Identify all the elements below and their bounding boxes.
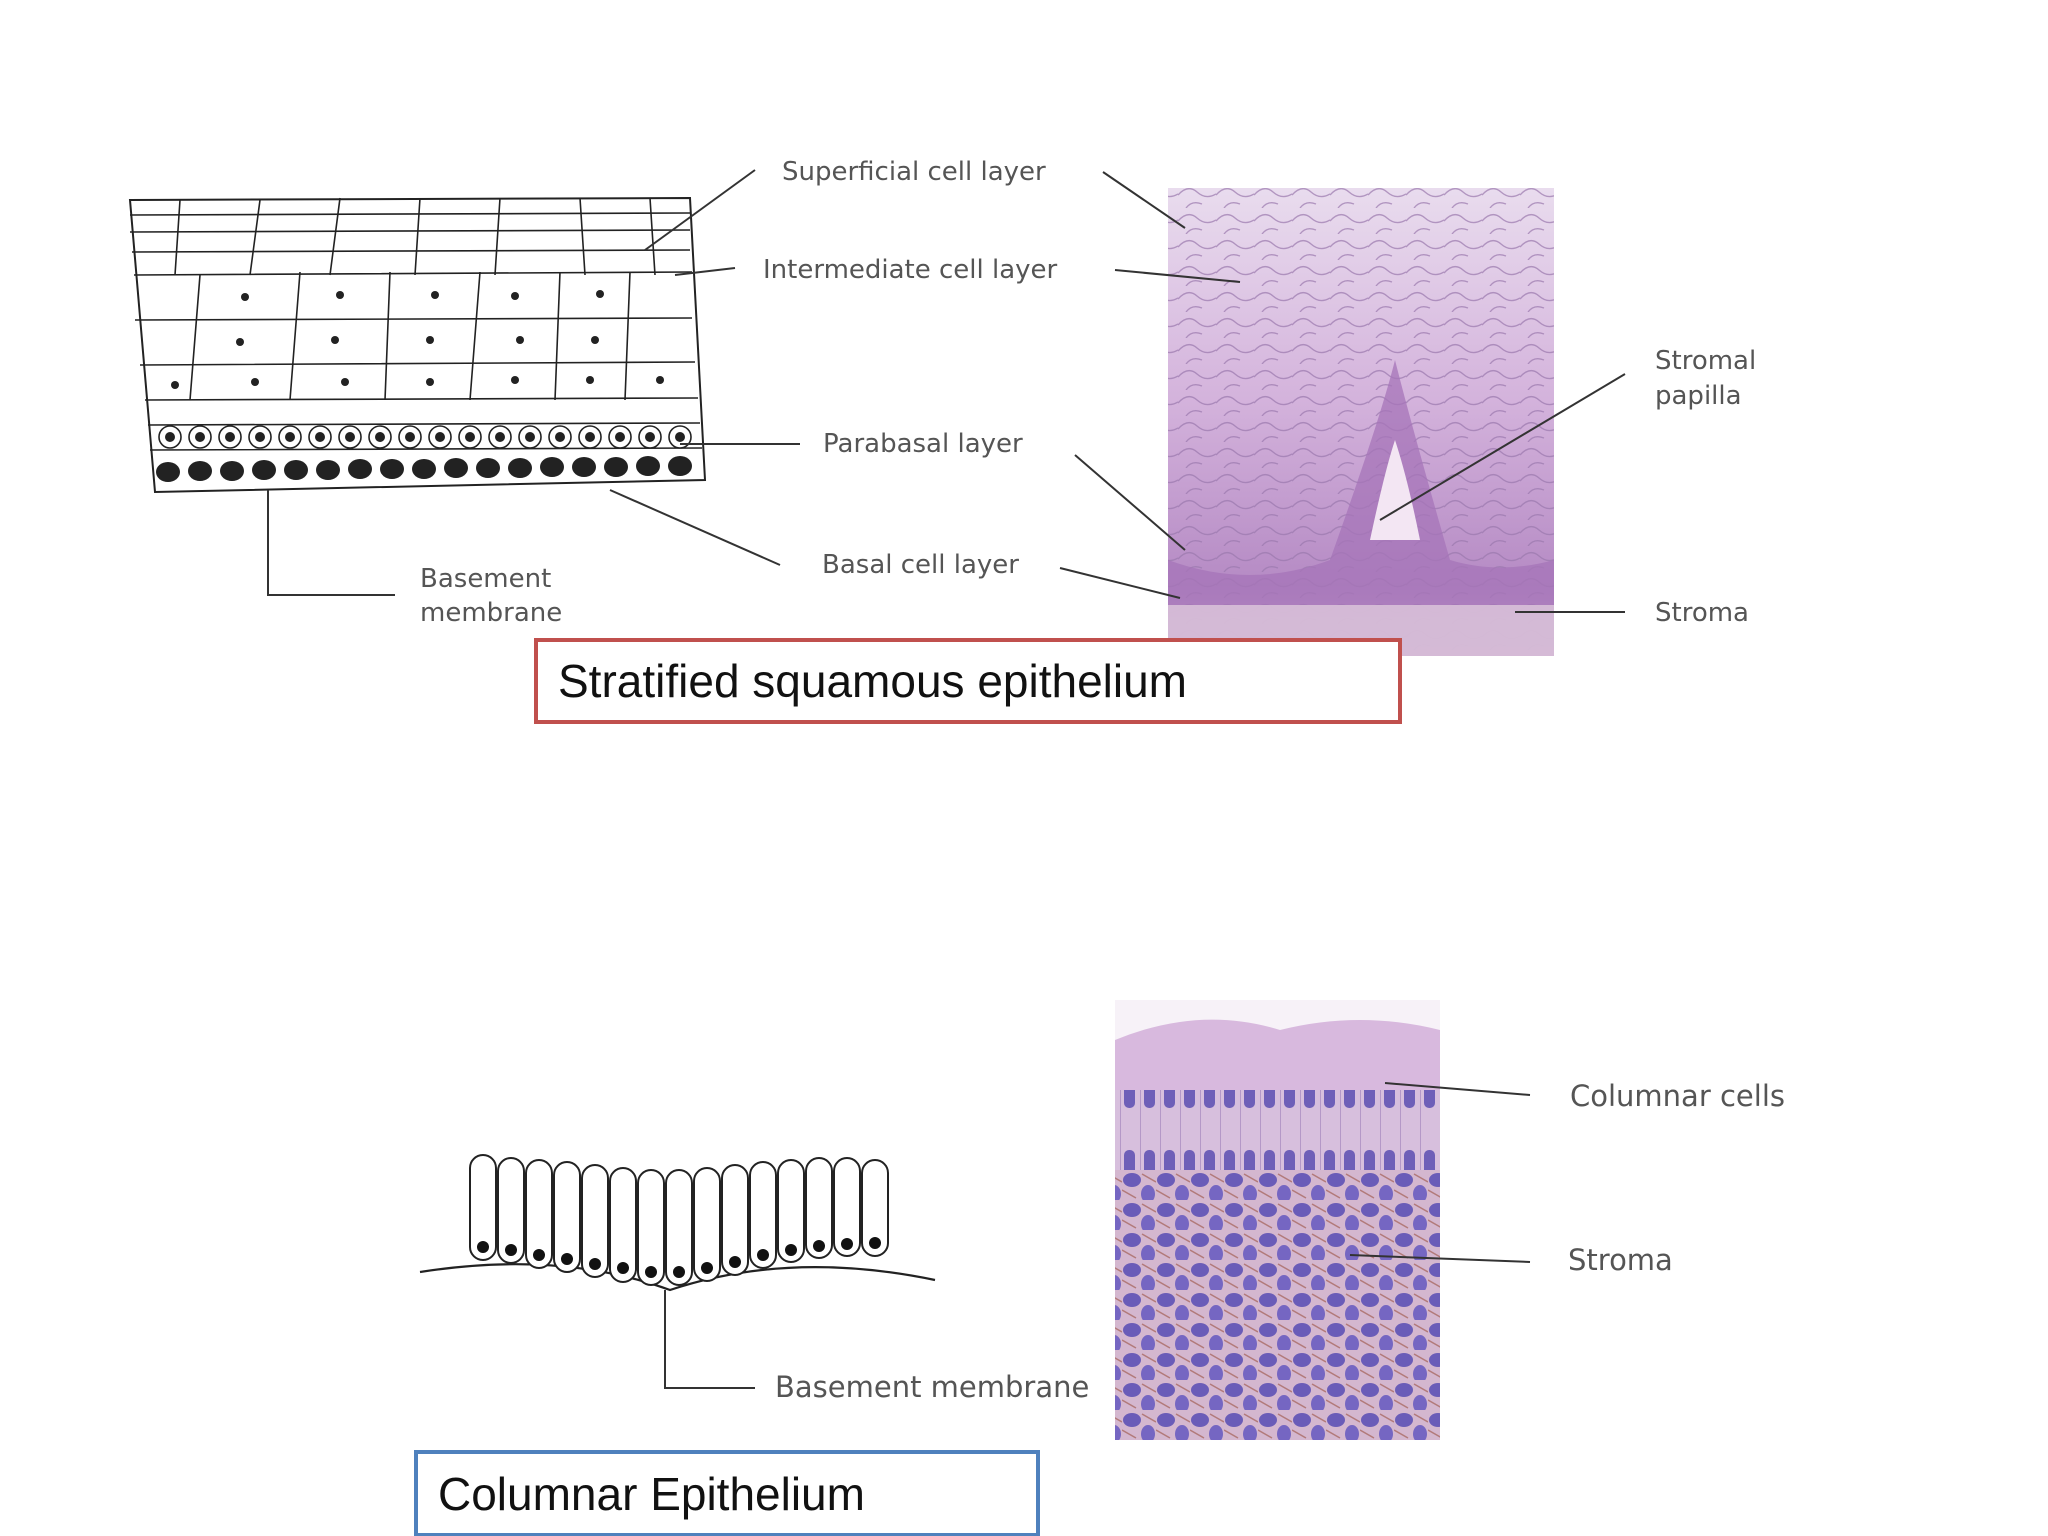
label-basement-membrane: Basement membrane <box>775 1370 1089 1404</box>
label-parabasal: Parabasal layer <box>823 429 1023 459</box>
label-basement-line2: membrane <box>420 598 562 628</box>
stratified-micrograph <box>1168 188 1554 656</box>
label-columnar-cells: Columnar cells <box>1570 1079 1785 1113</box>
bottom-leader-lines <box>664 1082 1531 1389</box>
label-stroma-bottom: Stroma <box>1568 1243 1673 1277</box>
label-stromal-line1: Stromal <box>1655 346 1756 376</box>
label-superficial: Superficial cell layer <box>782 157 1046 187</box>
label-basement-line1: Basement <box>420 564 551 594</box>
stratified-caption: Stratified squamous epithelium <box>558 655 1187 707</box>
columnar-drawing <box>419 1154 936 1292</box>
label-basal: Basal cell layer <box>822 550 1019 580</box>
columnar-micrograph <box>1115 1000 1440 1440</box>
label-stroma-top: Stroma <box>1655 598 1749 628</box>
columnar-caption-box: Columnar Epithelium <box>414 1450 1040 1536</box>
columnar-caption: Columnar Epithelium <box>438 1467 865 1520</box>
stratified-drawing <box>128 196 707 494</box>
stratified-caption-box: Stratified squamous epithelium <box>534 638 1402 724</box>
label-intermediate: Intermediate cell layer <box>763 255 1058 285</box>
top-leader-lines <box>267 169 1626 613</box>
label-stromal-line2: papilla <box>1655 381 1742 411</box>
